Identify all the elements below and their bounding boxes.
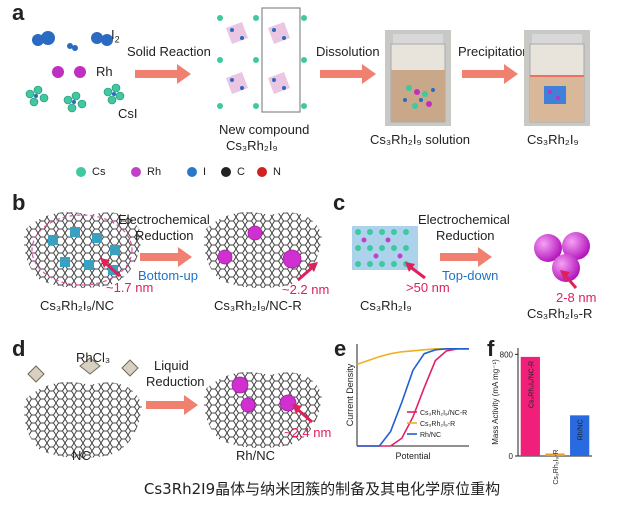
panel-d-letter: d <box>12 336 26 361</box>
carbon-network-nc <box>24 382 142 459</box>
direction-top-down: Top-down <box>442 268 499 283</box>
x-axis-label: Potential <box>395 451 430 461</box>
step-b-electrochemical: Electrochemical <box>118 212 210 227</box>
bar-2 <box>570 415 590 456</box>
panel-b-letter: b <box>12 190 26 215</box>
legend-c-icon <box>221 167 231 177</box>
bar-0 <box>520 356 540 456</box>
size-pointer-arrow-d <box>292 404 313 424</box>
reactant-i2-label: I2 <box>111 27 120 45</box>
label-cs3rh2i9-bulk: Cs₃Rh₂I₉ <box>360 298 412 313</box>
series-line-2 <box>357 348 469 447</box>
bar-label-1: Cs₃Rh₂I₉-R <box>553 449 560 484</box>
legend-n-icon <box>257 167 267 177</box>
carbon-network-nc-right <box>204 212 322 289</box>
legend-label-1: Cs₃Rh₂I₉-R <box>420 421 455 428</box>
legend-label-2: Rh/NC <box>420 432 441 439</box>
legend-i-label: I <box>203 166 207 178</box>
reactant-csi-label: CsI <box>118 106 138 121</box>
legend-cs-label: Cs <box>92 166 106 178</box>
reactant-rh-label: Rh <box>96 64 113 79</box>
panel-f-letter: f <box>487 336 495 361</box>
crystal-structure-new-compound <box>217 7 307 113</box>
arrow-solid-reaction <box>135 64 191 84</box>
series-line-0 <box>357 348 469 447</box>
bar-1 <box>545 453 565 456</box>
y-axis-label: Mass Activity (mA mg⁻¹) <box>491 359 500 445</box>
new-compound-label: New compound <box>219 122 310 137</box>
legend-c-label: C <box>237 166 245 178</box>
size-pointer-arrow-b-left <box>100 258 121 278</box>
vial-precipitate-photo <box>524 30 590 126</box>
label-cs3rh2i9-nc-r: Cs₃Rh₂I₉/NC-R <box>214 298 302 313</box>
panel-c-letter: c <box>333 190 346 215</box>
legend-rh-label: Rh <box>147 166 162 178</box>
arrow-d <box>146 395 198 415</box>
size-pointer-arrow-b-right <box>297 262 318 282</box>
legend-cs-icon <box>76 167 86 177</box>
reactant-csi-clusters <box>25 83 125 113</box>
step-d-liquid: Liquid <box>154 358 189 373</box>
label-cs3rh2i9-r: Cs₃Rh₂I₉-R <box>527 306 593 321</box>
legend-label-0: Cs₃Rh₂I₉/NC-R <box>420 410 467 417</box>
arrow-c <box>440 247 492 267</box>
step-solid-reaction: Solid Reaction <box>127 44 211 59</box>
reduced-nanoparticles-rh <box>534 232 590 282</box>
size-label-c-right: 2-8 nm <box>556 290 597 305</box>
figure-caption: Cs3Rh2I9晶体与纳米团簇的制备及其电化学原位重构 <box>143 480 501 498</box>
size-label-b-right: ~2.2 nm <box>282 282 330 297</box>
step-c-electrochemical: Electrochemical <box>418 212 510 227</box>
carbon-network-rh-nc <box>204 372 322 449</box>
panel-a-letter: a <box>12 0 25 25</box>
panel-e-letter: e <box>334 336 347 361</box>
direction-bottom-up: Bottom-up <box>138 268 198 283</box>
reactant-rh-atoms <box>52 66 86 78</box>
legend-rh-icon <box>131 167 141 177</box>
reactant-i2-molecules <box>32 31 113 51</box>
reagent-rhcl3: RhCl₃ <box>76 350 111 365</box>
size-label-b-left: ~1.7 nm <box>106 280 154 295</box>
step-d-reduction: Reduction <box>146 374 205 389</box>
arrow-b <box>140 247 192 267</box>
size-pointer-arrow-c-right <box>560 270 578 289</box>
product-label: Cs₃Rh₂I₉ <box>527 132 579 147</box>
step-dissolution: Dissolution <box>316 44 380 59</box>
current-density-chart: Cs₃Rh₂I₉/NC-R Cs₃Rh₂I₉-R Rh/NC Potential Cur… <box>345 344 469 461</box>
step-b-reduction: Reduction <box>135 228 194 243</box>
step-c-reduction: Reduction <box>436 228 495 243</box>
series-line-1 <box>356 348 469 366</box>
legend-i-icon <box>187 167 197 177</box>
size-label-d: ~2.4 nm <box>284 425 332 440</box>
y-tick-label-0: 0 <box>509 452 514 461</box>
y-axis-label: Current Density <box>345 363 355 426</box>
label-cs3rh2i9-nc: Cs₃Rh₂I₉/NC <box>40 298 115 313</box>
step-precipitation: Precipitation <box>458 44 530 59</box>
bar-label-0: Cs₃Rh₂I₉/NC-R <box>528 361 535 408</box>
y-tick-label-800: 800 <box>500 350 514 359</box>
legend-n-label: N <box>273 166 281 178</box>
solution-label: Cs₃Rh₂I₉ solution <box>370 132 471 147</box>
size-pointer-arrow-c-left <box>405 262 426 280</box>
new-compound-formula: Cs₃Rh₂I₉ <box>226 138 278 153</box>
label-rh-nc: Rh/NC <box>236 448 276 463</box>
rhcl3-crystals <box>27 357 139 383</box>
bar-label-2: Rh/NC <box>578 419 585 440</box>
arrow-precipitation <box>462 64 518 84</box>
vial-solution-photo <box>385 30 451 126</box>
size-label-c-left: >50 nm <box>406 280 450 295</box>
label-nc: NC <box>72 448 91 463</box>
arrow-dissolution <box>320 64 376 84</box>
